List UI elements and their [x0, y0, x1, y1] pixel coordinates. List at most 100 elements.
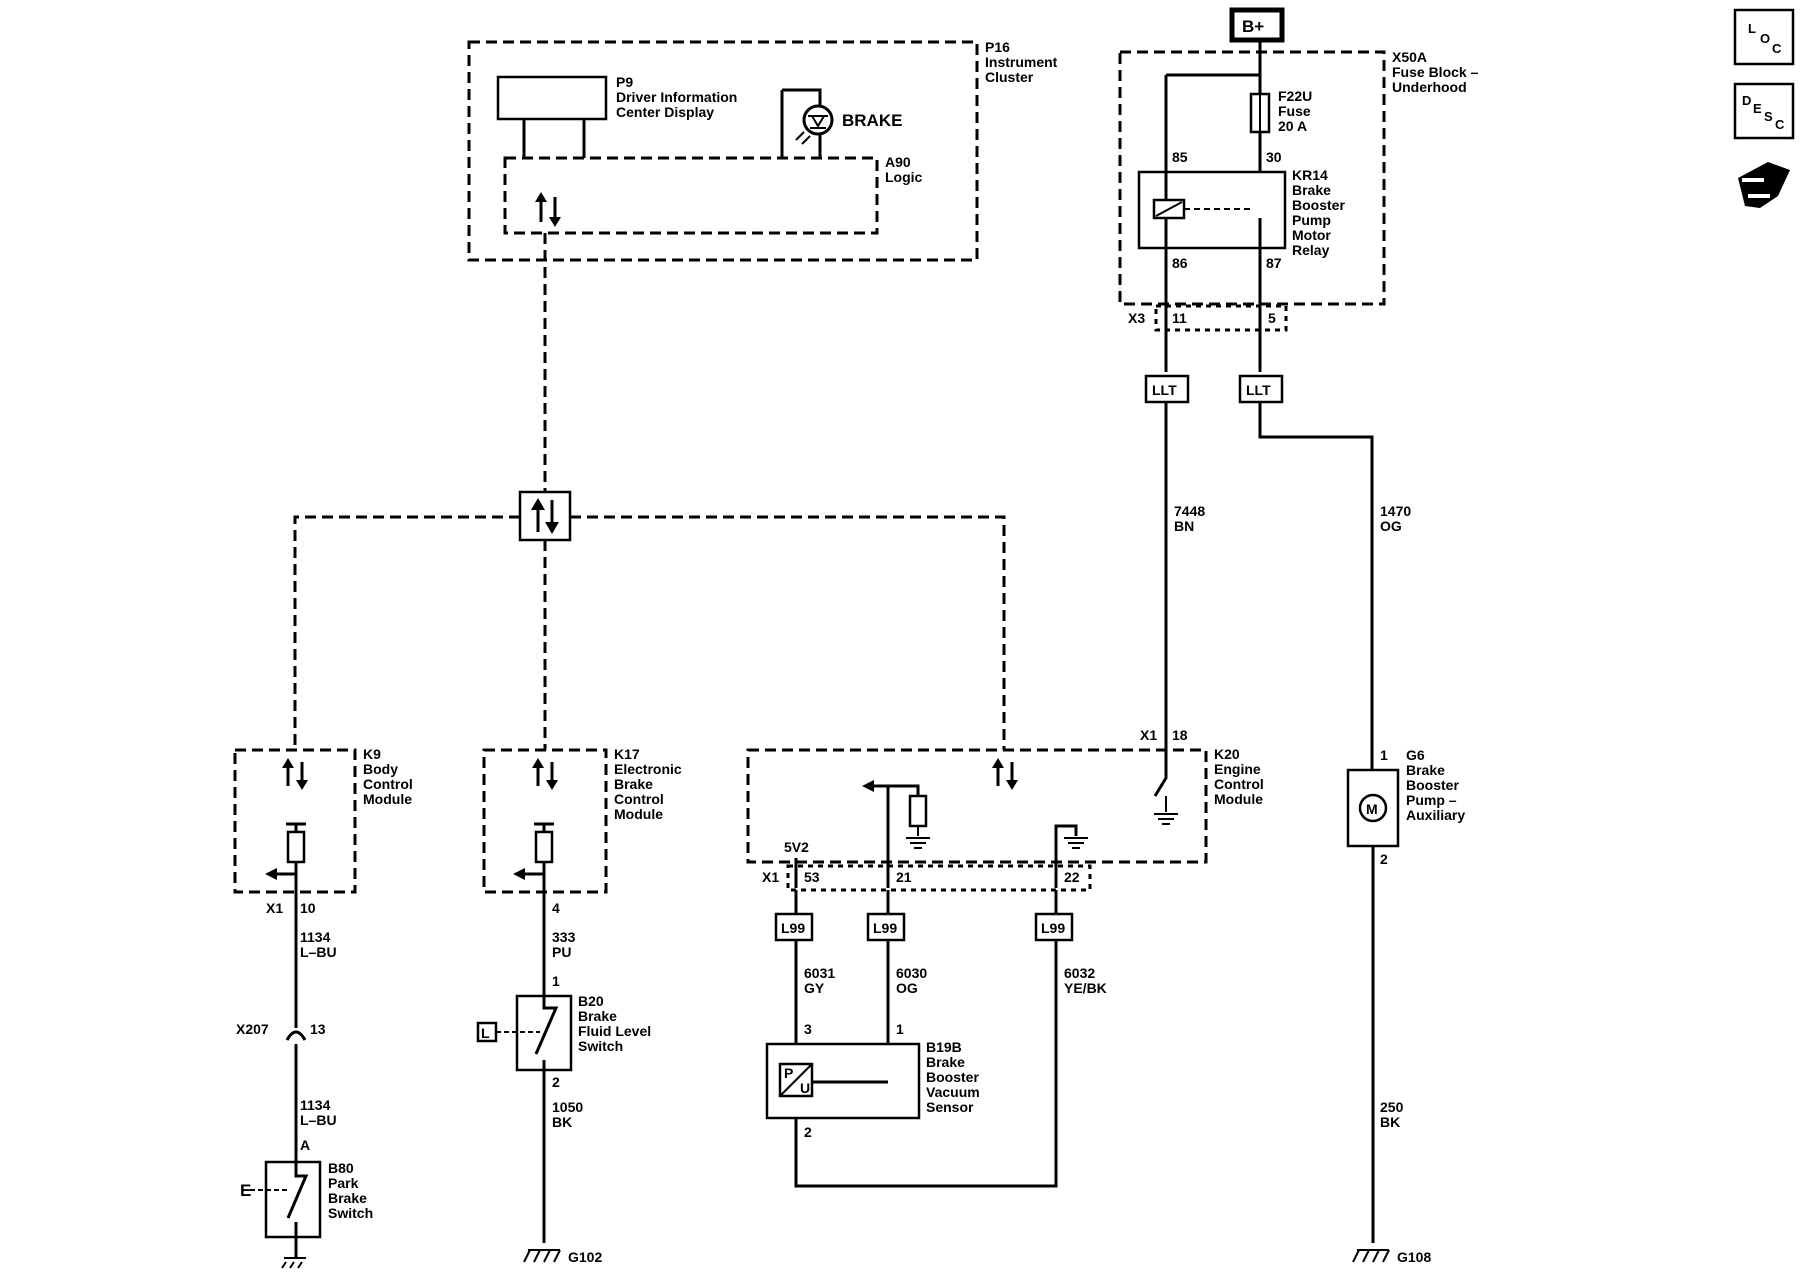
serial-data-arrows-icon [531, 498, 559, 534]
x3-connector-label: X3 [1128, 310, 1145, 326]
connector-end-view-icon[interactable] [1738, 162, 1790, 208]
vac-sensor-pin-3: 3 [804, 1021, 812, 1037]
desc-icon-letter-4: C [1775, 117, 1785, 132]
pump-ref: G6 [1406, 747, 1425, 763]
circuit-1134a-num: 1134 [300, 929, 331, 945]
circuit-1134b-color: L–BU [300, 1112, 337, 1128]
ebcm-name-3: Control [614, 791, 664, 807]
fuse-block-name-2: Underhood [1392, 79, 1467, 95]
instrument-cluster-box [467, 40, 979, 262]
display-name-1: Driver Information [616, 89, 737, 105]
circuit-6031-color: GY [804, 980, 825, 996]
motor-label: M [1366, 801, 1378, 817]
relay-name-4: Motor [1292, 227, 1331, 243]
ebcm-pin: 4 [552, 900, 560, 916]
relay-pin-85: 85 [1172, 149, 1188, 165]
pump-pin-2: 2 [1380, 851, 1388, 867]
fuse-block-ref: X50A [1392, 49, 1427, 65]
fluid-switch-name-1: Brake [578, 1008, 617, 1024]
ecm-name-2: Control [1214, 776, 1264, 792]
ecm-name-1: Engine [1214, 761, 1261, 777]
loc-icon[interactable]: L O C [1733, 8, 1795, 66]
ebcm-ref: K17 [614, 746, 640, 762]
x207-ref: X207 [236, 1021, 269, 1037]
engine-control-module-box [746, 748, 1208, 864]
vac-sensor-name-4: Sensor [926, 1099, 974, 1115]
circuit-333-num: 333 [552, 929, 576, 945]
circuit-333-color: PU [552, 944, 571, 960]
driver-info-display-box [496, 75, 608, 121]
bcm-ref: K9 [363, 746, 381, 762]
logic-box [503, 156, 879, 235]
desc-icon-letter-1: D [1742, 93, 1751, 108]
fluid-switch-name-2: Fluid Level [578, 1023, 651, 1039]
relay-pin-30: 30 [1266, 149, 1282, 165]
loc-icon-letter-1: L [1748, 21, 1756, 36]
fuse-name: Fuse [1278, 103, 1311, 119]
logic-ref: A90 [885, 154, 911, 170]
battery-positive-box [1229, 7, 1285, 43]
x3-pin-5: 5 [1268, 310, 1276, 326]
ecm-name-3: Module [1214, 791, 1263, 807]
fuse-block-x3-connector [1154, 304, 1288, 332]
bcm-name-3: Module [363, 791, 412, 807]
pump-name-1: Brake [1406, 762, 1445, 778]
park-switch-actuator: E [240, 1181, 251, 1200]
x3-pin-11: 11 [1172, 310, 1187, 326]
vac-sensor-ref: B19B [926, 1039, 962, 1055]
circuit-1134b-num: 1134 [300, 1097, 331, 1113]
fluid-switch-pin-2: 2 [552, 1074, 560, 1090]
desc-icon[interactable]: D E S C [1733, 82, 1795, 140]
brake-booster-pump-box [1346, 768, 1400, 848]
park-switch-name-3: Switch [328, 1205, 373, 1221]
ecm-data-arrows-icon [992, 758, 1018, 790]
x207-pin: 13 [310, 1021, 326, 1037]
circuit-1050-color: BK [552, 1114, 572, 1130]
splice-l99-2 [866, 912, 906, 942]
circuit-6031-num: 6031 [804, 965, 835, 981]
ecm-pin-18: 18 [1172, 727, 1188, 743]
desc-icon-letter-3: S [1764, 109, 1773, 124]
splice-l99-1-label: L99 [781, 920, 805, 936]
cluster-data-arrows-icon [535, 192, 561, 227]
ecm-ref: K20 [1214, 746, 1240, 762]
park-switch-name-1: Park [328, 1175, 359, 1191]
pump-pin-1: 1 [1380, 747, 1388, 763]
splice-l99-3 [1034, 912, 1074, 942]
vac-sensor-u: U [800, 1080, 810, 1096]
vac-sensor-pin-1: 1 [896, 1021, 904, 1037]
ecm-x1-bottom-label: X1 [762, 869, 779, 885]
pump-name-2: Booster [1406, 777, 1459, 793]
vac-sensor-name-1: Brake [926, 1054, 965, 1070]
display-name-2: Center Display [616, 104, 714, 120]
circuit-1134a-color: L–BU [300, 944, 337, 960]
circuit-1050-num: 1050 [552, 1099, 583, 1115]
fuse-block-name-1: Fuse Block – [1392, 64, 1479, 80]
vac-sensor-name-2: Booster [926, 1069, 979, 1085]
park-switch-ref: B80 [328, 1160, 354, 1176]
cluster-ref: P16 [985, 39, 1010, 55]
splice-l99-3-label: L99 [1041, 920, 1065, 936]
circuit-250-color: BK [1380, 1114, 1400, 1130]
relay-pin-87: 87 [1266, 255, 1282, 271]
ebcm-name-2: Brake [614, 776, 653, 792]
body-control-module-box [233, 748, 357, 894]
splice-llt-right-label: LLT [1246, 382, 1271, 398]
cluster-name-2: Cluster [985, 69, 1034, 85]
fluid-switch-actuator-box [476, 1021, 498, 1043]
bcm-name-1: Body [363, 761, 398, 777]
splice-llt-left [1144, 374, 1190, 404]
circuit-1470-num: 1470 [1380, 503, 1411, 519]
splice-llt-left-label: LLT [1152, 382, 1177, 398]
circuit-6032-num: 6032 [1064, 965, 1095, 981]
ebcm-name-1: Electronic [614, 761, 682, 777]
ebcm-name-4: Module [614, 806, 663, 822]
fluid-switch-name-3: Switch [578, 1038, 623, 1054]
display-ref: P9 [616, 74, 633, 90]
logic-name: Logic [885, 169, 923, 185]
ground-g102-label: G102 [568, 1249, 602, 1265]
ebcm-data-arrows-icon [532, 758, 558, 790]
brake-lamp-icon [802, 104, 834, 136]
ecm-5v-label: 5V2 [784, 839, 809, 855]
